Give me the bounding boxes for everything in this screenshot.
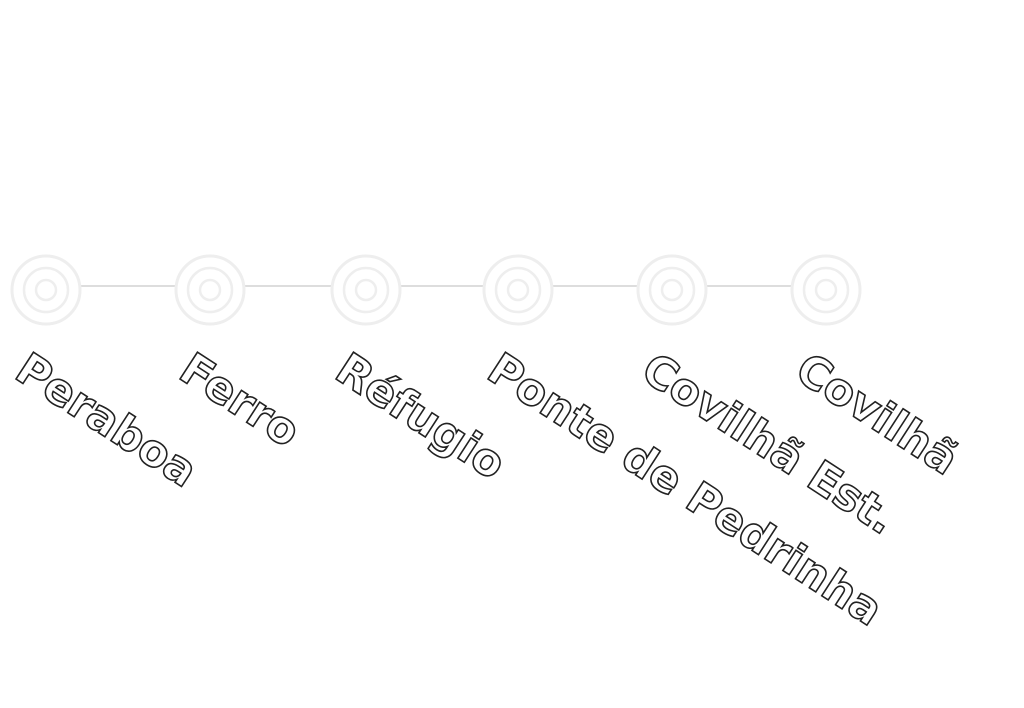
marker-ring (660, 278, 684, 302)
marker-ring (354, 278, 378, 302)
marker-ring (34, 278, 58, 302)
station-marker (10, 254, 82, 326)
station-marker (636, 254, 708, 326)
marker-ring (802, 266, 850, 314)
marker-ring (10, 254, 82, 326)
station-marker (174, 254, 246, 326)
marker-ring (186, 266, 234, 314)
station-label: Réfugio (327, 343, 515, 490)
station-marker (482, 254, 554, 326)
station-label: Peraboa (7, 343, 207, 497)
station-marker (790, 254, 862, 326)
marker-ring (174, 254, 246, 326)
marker-ring (342, 266, 390, 314)
station-label: Ferro (171, 343, 309, 458)
marker-ring (814, 278, 838, 302)
marker-ring (22, 266, 70, 314)
marker-ring (494, 266, 542, 314)
station-marker (330, 254, 402, 326)
marker-ring (198, 278, 222, 302)
marker-ring (648, 266, 696, 314)
marker-ring (330, 254, 402, 326)
marker-ring (482, 254, 554, 326)
marker-ring (636, 254, 708, 326)
marker-ring (506, 278, 530, 302)
station-markers (10, 254, 862, 326)
marker-ring (790, 254, 862, 326)
